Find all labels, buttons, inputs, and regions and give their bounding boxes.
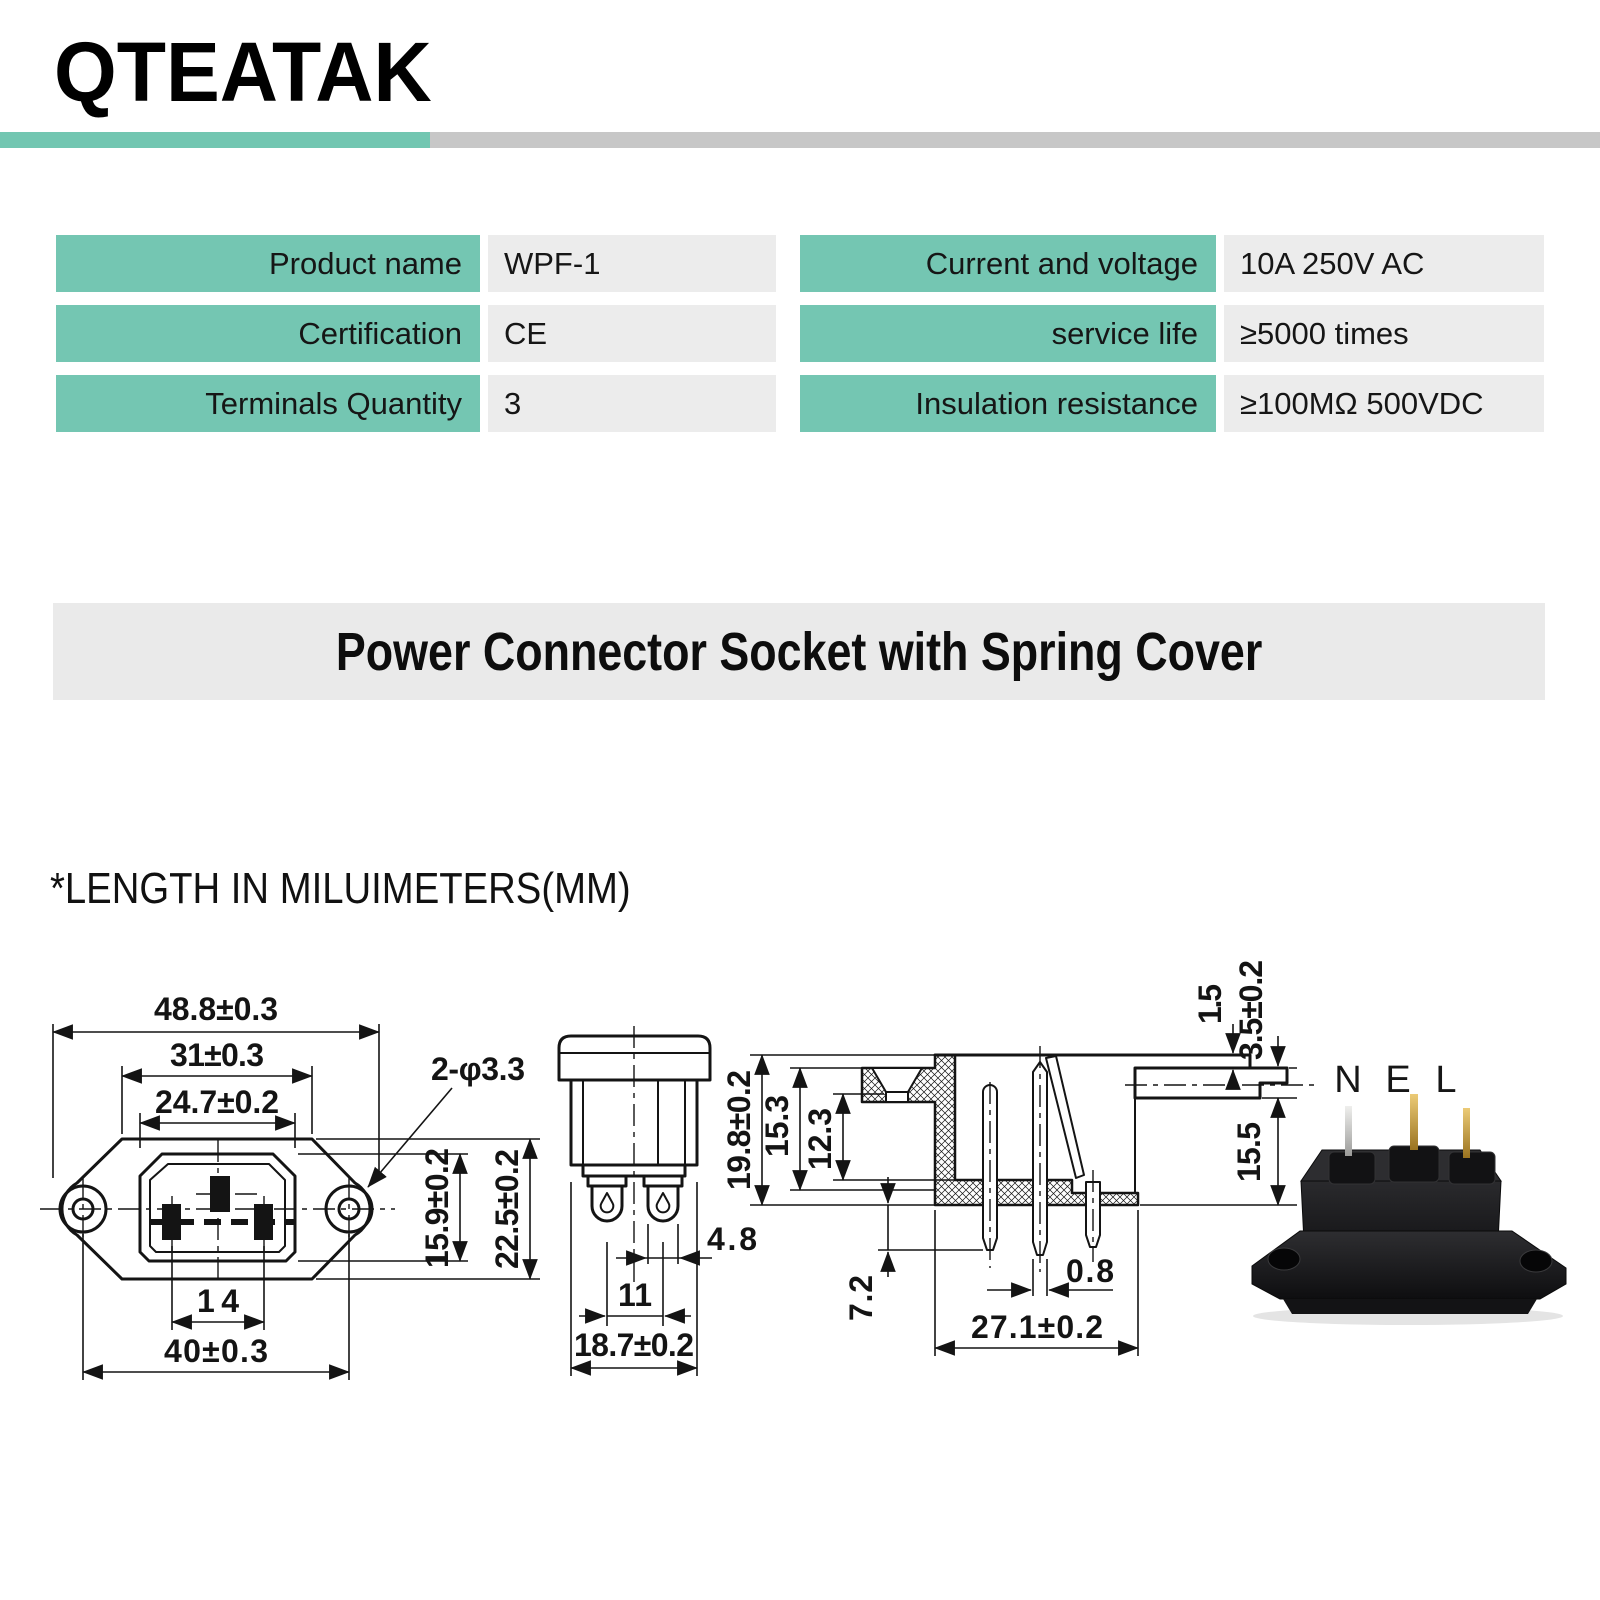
dim-side-body-width: 18.7±0.2 xyxy=(574,1327,694,1363)
brand-logo: QTEATAK xyxy=(54,25,432,119)
spec-label: Certification xyxy=(56,305,480,362)
dim-pin-thickness: 0.8 xyxy=(1066,1253,1114,1289)
dim-section-inner-height: 15.3 xyxy=(759,1095,795,1157)
pin-label-e: E xyxy=(1385,1059,1410,1101)
dim-pin-span: 27.1±0.2 xyxy=(971,1309,1103,1345)
dim-mount-depth: 15.5 xyxy=(1231,1122,1267,1182)
side-view-outline xyxy=(557,1026,712,1286)
table-row: Terminals Quantity 3 xyxy=(56,375,776,432)
spec-label: Product name xyxy=(56,235,480,292)
spec-value: 3 xyxy=(488,375,776,432)
front-view-dimensions: 48.8±0.3 31±0.3 24.7±0.2 2-φ3.3 15.9±0.2… xyxy=(52,991,540,1380)
dim-overall-height: 22.5±0.2 xyxy=(489,1149,525,1269)
dim-opening-width: 24.7±0.2 xyxy=(155,1084,279,1120)
mount-hole xyxy=(1267,1247,1301,1271)
dim-mount-holes: 2-φ3.3 xyxy=(431,1051,525,1087)
pin-label-l: L xyxy=(1435,1059,1456,1101)
section-view-drawing: 19.8±0.2 15.3 12.3 7.2 0.8 27.1±0.2 xyxy=(721,960,1320,1356)
section-view-outline xyxy=(860,1046,1320,1272)
dim-opening-height: 15.9±0.2 xyxy=(419,1148,455,1268)
side-view-drawing: 4.8 11 18.7±0.2 xyxy=(557,1026,757,1376)
spec-label: Current and voltage xyxy=(800,235,1216,292)
dim-section-overall-height: 19.8±0.2 xyxy=(721,1070,757,1190)
technical-drawing: 48.8±0.3 31±0.3 24.7±0.2 2-φ3.3 15.9±0.2… xyxy=(40,960,1567,1380)
spec-table-right: Current and voltage 10A 250V AC service … xyxy=(800,235,1544,432)
product-photo: N E L xyxy=(1251,1059,1567,1325)
connector-flange xyxy=(1251,1230,1567,1300)
table-row: Product name WPF-1 xyxy=(56,235,776,292)
terminal-block xyxy=(1388,1145,1440,1183)
table-row: Current and voltage 10A 250V AC xyxy=(800,235,1544,292)
spec-value: WPF-1 xyxy=(488,235,776,292)
spec-label: service life xyxy=(800,305,1216,362)
front-view-drawing: 48.8±0.3 31±0.3 24.7±0.2 2-φ3.3 15.9±0.2… xyxy=(40,991,540,1380)
header-underline-gray xyxy=(430,132,1600,148)
spec-label: Terminals Quantity xyxy=(56,375,480,432)
dim-terminal-spacing: 11 xyxy=(618,1277,652,1313)
dim-lip-thickness: 1.5 xyxy=(1192,984,1228,1024)
terminal-block xyxy=(1448,1151,1496,1185)
side-view-dimensions: 4.8 11 18.7±0.2 xyxy=(570,1182,757,1376)
table-row: service life ≥5000 times xyxy=(800,305,1544,362)
dim-pin-length: 7.2 xyxy=(843,1275,879,1321)
pin-live xyxy=(1463,1108,1470,1158)
front-view-outline xyxy=(40,1137,395,1284)
spec-table-left: Product name WPF-1 Certification CE Term… xyxy=(56,235,776,432)
table-row: Certification CE xyxy=(56,305,776,362)
section-view-dimensions: 19.8±0.2 15.3 12.3 7.2 0.8 27.1±0.2 xyxy=(721,960,1297,1356)
spec-value: 10A 250V AC xyxy=(1224,235,1544,292)
pin-earth xyxy=(1410,1094,1418,1150)
dim-flange-thickness: 3.5±0.2 xyxy=(1233,960,1269,1060)
page-title: Power Connector Socket with Spring Cover xyxy=(335,621,1263,682)
dim-pin-spacing: 14 xyxy=(197,1283,239,1319)
mount-hole xyxy=(1519,1249,1553,1273)
spec-label: Insulation resistance xyxy=(800,375,1216,432)
spec-value: ≥5000 times xyxy=(1224,305,1544,362)
pin-label-n: N xyxy=(1334,1059,1361,1101)
dim-hole-spacing: 40±0.3 xyxy=(164,1333,268,1369)
title-banner: Power Connector Socket with Spring Cover xyxy=(53,603,1545,700)
connector-base-lip xyxy=(1283,1299,1537,1314)
header-underline-teal xyxy=(0,132,430,148)
table-row: Insulation resistance ≥100MΩ 500VDC xyxy=(800,375,1544,432)
dim-body-width: 31±0.3 xyxy=(170,1037,264,1073)
dim-cavity-depth: 12.3 xyxy=(802,1108,838,1170)
dim-overall-width: 48.8±0.3 xyxy=(154,991,278,1027)
pin-neutral xyxy=(1345,1106,1352,1156)
spec-value: CE xyxy=(488,305,776,362)
units-note: *LENGTH IN MILUIMETERS(MM) xyxy=(50,864,631,913)
terminal-block xyxy=(1328,1151,1376,1185)
spec-value: ≥100MΩ 500VDC xyxy=(1224,375,1544,432)
dim-terminal-width: 4.8 xyxy=(707,1221,757,1257)
